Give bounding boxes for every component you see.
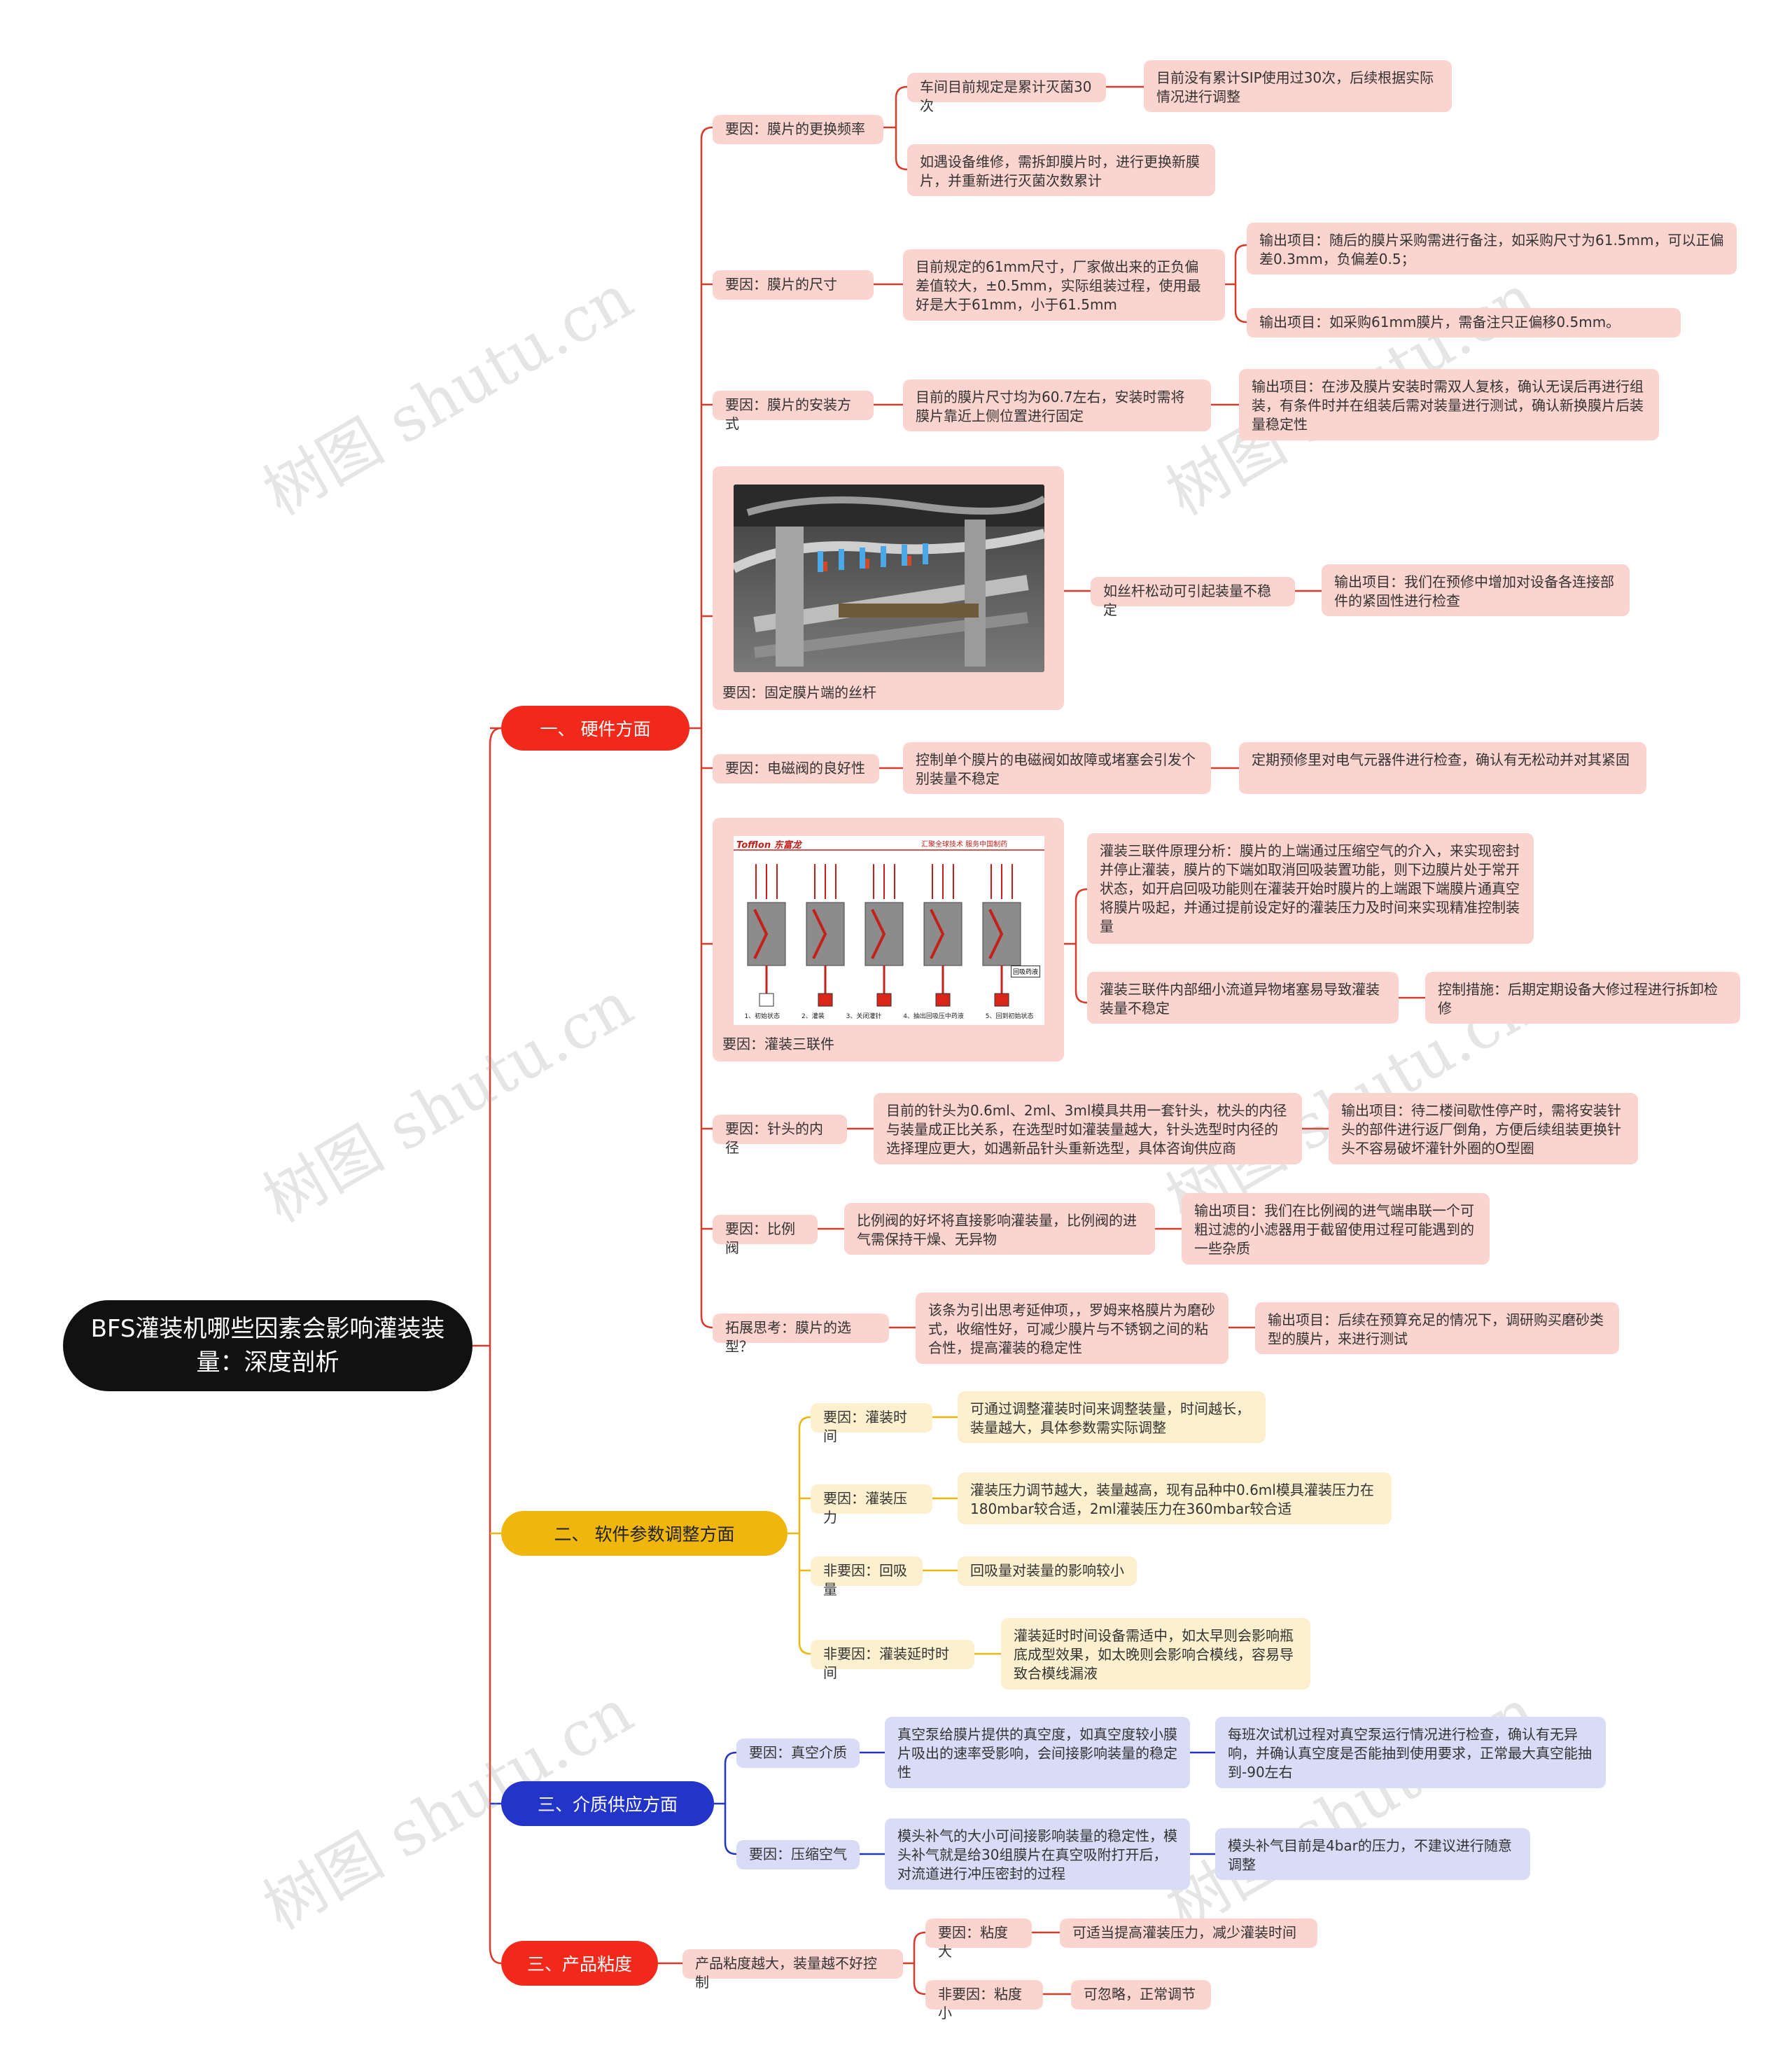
diagram-steps: 1、初始状态 2、灌装 3、关闭灌针 4、抽出回吸压中药液 5、回到初始状态 bbox=[734, 1011, 1044, 1020]
link-film-freq bbox=[883, 85, 1144, 171]
link-hw-spine bbox=[690, 126, 713, 1329]
viscosity-small-desc[interactable]: 可忽略，正常调节 bbox=[1071, 1980, 1211, 2009]
screw-image-node[interactable]: 要因：固定膜片端的丝杆 bbox=[713, 466, 1064, 710]
filling-unit-5 bbox=[982, 864, 1021, 1007]
triple-diagram: Tofflon 东富龙 汇聚全球技术 服务中国制药 回吸药液 1、初始状态 2、… bbox=[734, 836, 1044, 1025]
screw-caption: 要因：固定膜片端的丝杆 bbox=[722, 684, 876, 701]
vacuum-desc[interactable]: 真空泵给膜片提供的真空度，如真空度较小膜片吸出的速率受影响，会间接影响装量的稳定… bbox=[885, 1717, 1190, 1788]
sw-delay-desc[interactable]: 灌装延时时间设备需适中，如太早则会影响瓶底成型效果，如太晚则会影响合模线，容易导… bbox=[1001, 1618, 1310, 1690]
viscosity-big-desc[interactable]: 可适当提高灌装压力，减少灌装时间 bbox=[1060, 1918, 1317, 1948]
branch-viscosity[interactable]: 三、产品粘度 bbox=[501, 1941, 658, 1986]
proportional-desc[interactable]: 比例阀的好坏将直接影响灌装量，比例阀的进气需保持干燥、无异物 bbox=[844, 1203, 1155, 1255]
extend-output[interactable]: 输出项目：后续在预算充足的情况下，调研购买磨砂类型的膜片，来进行测试 bbox=[1255, 1302, 1619, 1354]
film-install-topic[interactable]: 要因：膜片的安装方式 bbox=[713, 391, 874, 432]
vacuum-topic[interactable]: 要因：真空介质 bbox=[736, 1739, 860, 1768]
filling-unit-3 bbox=[864, 864, 904, 1007]
sw-suckback-desc[interactable]: 回吸量对装量的影响较小 bbox=[958, 1556, 1137, 1586]
branch-medium[interactable]: 三、介质供应方面 bbox=[501, 1781, 714, 1826]
link-med-children bbox=[860, 1751, 1215, 1855]
extend-topic[interactable]: 拓展思考：膜片的选型？ bbox=[713, 1314, 889, 1355]
film-size-output-2[interactable]: 输出项目：如采购61mm膜片，需备注只正偏移0.5mm。 bbox=[1247, 308, 1681, 337]
link-med-spine bbox=[714, 1751, 737, 1855]
needle-topic[interactable]: 要因：针头的内径 bbox=[713, 1115, 847, 1156]
link-sw-spine bbox=[788, 1416, 811, 1655]
link-sw-children bbox=[923, 1416, 1001, 1655]
air-desc[interactable]: 模头补气的大小可间接影响装量的稳定性，模头补气就是给30组膜片在真空吸附打开后，… bbox=[885, 1818, 1190, 1890]
link-triple bbox=[1064, 888, 1425, 1004]
film-freq-topic[interactable]: 要因：膜片的更换频率 bbox=[713, 115, 883, 144]
diagram-brand: Tofflon 东富龙 bbox=[736, 840, 802, 851]
valve-topic[interactable]: 要因：电磁阀的良好性 bbox=[713, 754, 879, 783]
valve-output[interactable]: 定期预修里对电气元器件进行检查，确认有无松动并对其紧固 bbox=[1239, 742, 1646, 794]
triple-desc-2[interactable]: 灌装三联件内部细小流道异物堵塞易导致灌装装量不稳定 bbox=[1087, 972, 1399, 1024]
air-topic[interactable]: 要因：压缩空气 bbox=[736, 1840, 860, 1869]
triple-image-node[interactable]: Tofflon 东富龙 汇聚全球技术 服务中国制药 回吸药液 1、初始状态 2、… bbox=[713, 818, 1064, 1061]
step-1: 1、初始状态 bbox=[744, 1013, 780, 1020]
link-hw-children bbox=[701, 283, 713, 1230]
step-4: 4、抽出回吸压中药液 bbox=[903, 1013, 964, 1020]
branch-software[interactable]: 二、 软件参数调整方面 bbox=[501, 1511, 788, 1556]
step-5: 5、回到初始状态 bbox=[985, 1013, 1034, 1020]
filling-unit-1 bbox=[747, 864, 786, 1007]
step-2: 2、灌装 bbox=[802, 1013, 825, 1020]
machine-photo bbox=[734, 485, 1044, 672]
link-film-size bbox=[874, 244, 1247, 323]
extend-desc[interactable]: 该条为引出思考延伸项，，罗姆来格膜片为磨砂式，收缩性好，可减少膜片与不锈钢之间的… bbox=[916, 1293, 1228, 1364]
film-freq-rule[interactable]: 车间目前规定是累计灭菌30次 bbox=[907, 73, 1106, 114]
step-3: 3、关闭灌针 bbox=[846, 1013, 882, 1020]
sw-delay-topic[interactable]: 非要因：灌装延时时间 bbox=[811, 1640, 974, 1681]
vacuum-output[interactable]: 每班次试机过程对真空泵运行情况进行检查，确认有无异响，并确认真空度是否能抽到使用… bbox=[1215, 1717, 1606, 1788]
needle-output[interactable]: 输出项目：待二楼间歇性停产时，需将安装针头的部件进行返厂倒角，方便后续组装更换针… bbox=[1329, 1093, 1638, 1164]
diagram-slogan: 汇聚全球技术 服务中国制药 bbox=[921, 841, 1008, 849]
film-install-desc[interactable]: 目前的膜片尺寸均为60.7左右，安装时需将膜片靠近上侧位置进行固定 bbox=[903, 379, 1211, 431]
sw-pressure-topic[interactable]: 要因：灌装压力 bbox=[811, 1484, 932, 1526]
sw-suckback-topic[interactable]: 非要因：回吸量 bbox=[811, 1556, 923, 1598]
root-topic[interactable]: BFS灌装机哪些因素会影响灌装装量：深度剖析 bbox=[63, 1300, 472, 1391]
filling-unit-4 bbox=[923, 864, 962, 1007]
film-size-topic[interactable]: 要因：膜片的尺寸 bbox=[713, 270, 874, 300]
triple-caption: 要因：灌装三联件 bbox=[722, 1036, 834, 1052]
film-freq-output[interactable]: 目前没有累计SIP使用过30次，后续根据实际情况进行调整 bbox=[1144, 60, 1452, 112]
film-size-desc[interactable]: 目前规定的61mm尺寸，厂家做出来的正负偏差值较大，±0.5mm，实际组装过程，… bbox=[903, 249, 1225, 321]
triple-desc-1[interactable]: 灌装三联件原理分析：膜片的上端通过压缩空气的介入，来实现密封并停止灌装，膜片的下… bbox=[1087, 833, 1534, 944]
filling-unit-2 bbox=[806, 864, 845, 1007]
viscosity-desc[interactable]: 产品粘度越大，装量越不好控制 bbox=[682, 1949, 903, 1991]
proportional-topic[interactable]: 要因：比例阀 bbox=[713, 1215, 818, 1256]
triple-measure[interactable]: 控制措施：后期定期设备大修过程进行拆卸检修 bbox=[1425, 972, 1740, 1024]
sw-time-desc[interactable]: 可通过调整灌装时间来调整装量，时间越长，装量越大，具体参数需实际调整 bbox=[958, 1391, 1266, 1443]
film-freq-repair[interactable]: 如遇设备维修，需拆卸膜片时，进行更换新膜片，并重新进行灭菌次数累计 bbox=[907, 144, 1215, 196]
needle-desc[interactable]: 目前的针头为0.6ml、2ml、3ml模具共用一套针头，枕头的内径与装量成正比关… bbox=[874, 1093, 1302, 1164]
link-visc bbox=[658, 1931, 1071, 1995]
sw-pressure-desc[interactable]: 灌装压力调节越大，装量越高，现有品种中0.6ml模具灌装压力在180mbar较合… bbox=[958, 1472, 1392, 1524]
film-install-output[interactable]: 输出项目：在涉及膜片安装时需双人复核，确认无误后再进行组装，有条件时并在组装后需… bbox=[1239, 369, 1659, 440]
air-output[interactable]: 模头补气目前是4bar的压力，不建议进行随意调整 bbox=[1215, 1828, 1530, 1880]
link-trunk bbox=[489, 727, 502, 1965]
diagram-box-label: 回吸药液 bbox=[1011, 966, 1041, 977]
screw-desc[interactable]: 如丝杆松动可引起装量不稳定 bbox=[1091, 577, 1295, 618]
proportional-output[interactable]: 输出项目：我们在比例阀的进气端串联一个可粗过滤的小滤器用于截留使用过程可能遇到的… bbox=[1182, 1193, 1490, 1265]
branch-hardware[interactable]: 一、 硬件方面 bbox=[501, 706, 690, 751]
viscosity-small-topic[interactable]: 非要因：粘度小 bbox=[925, 1980, 1043, 2021]
film-size-output-1[interactable]: 输出项目：随后的膜片采购需进行备注，如采购尺寸为61.5mm，可以正偏差0.3m… bbox=[1247, 223, 1737, 274]
viscosity-big-topic[interactable]: 要因：粘度大 bbox=[925, 1918, 1032, 1960]
valve-desc[interactable]: 控制单个膜片的电磁阀如故障或堵塞会引发个别装量不稳定 bbox=[903, 742, 1211, 794]
screw-output[interactable]: 输出项目：我们在预修中增加对设备各连接部件的紧固性进行检查 bbox=[1322, 564, 1630, 616]
sw-time-topic[interactable]: 要因：灌装时间 bbox=[811, 1403, 932, 1444]
